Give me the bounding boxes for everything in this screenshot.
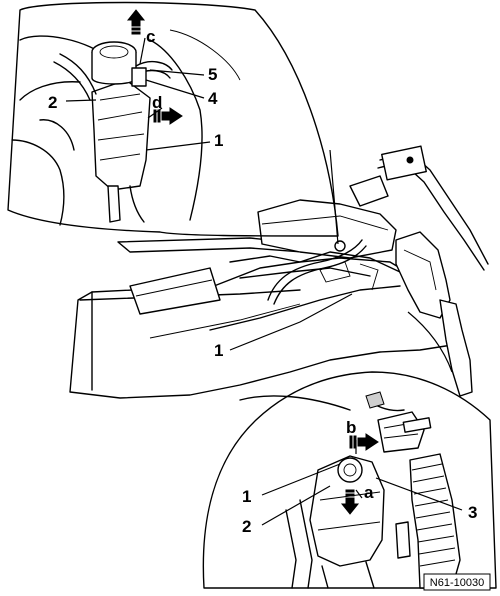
label-1: 1 [214,131,223,150]
main-view [69,145,489,399]
arrow-right-icon [153,107,183,125]
label-2: 2 [48,93,57,112]
reference-code: N61-10030 [423,573,491,591]
corrugated-hose [409,453,461,589]
clip-part-4 [131,67,147,87]
label-a: a [364,483,374,502]
top-inset-labels: c 5 4 2 d 1 [48,27,223,150]
label-1: 1 [242,487,251,506]
arrow-down-icon [340,489,360,515]
label-5: 5 [208,65,217,84]
bottom-inset-labels: b 1 a 2 3 [242,418,477,536]
plenum-panel [129,267,221,315]
label-d: d [152,93,162,112]
arrow-up-icon [126,9,146,35]
arrow-right-icon [349,433,379,451]
pump-connector [337,457,363,483]
wiper-housing [257,199,397,259]
bottom-inset-outline [202,371,497,589]
main-view-labels: 1 [214,341,223,360]
label-2: 2 [242,517,251,536]
label-b: b [346,418,356,437]
label-1: 1 [214,341,223,360]
front-fender [69,257,453,399]
wiper-bracket [381,145,427,181]
label-3: 3 [468,503,477,522]
label-4: 4 [208,89,218,108]
label-c: c [146,27,155,46]
hose-clamp [402,417,432,433]
reference-code-text: N61-10030 [430,577,484,589]
top-inset [7,1,339,245]
